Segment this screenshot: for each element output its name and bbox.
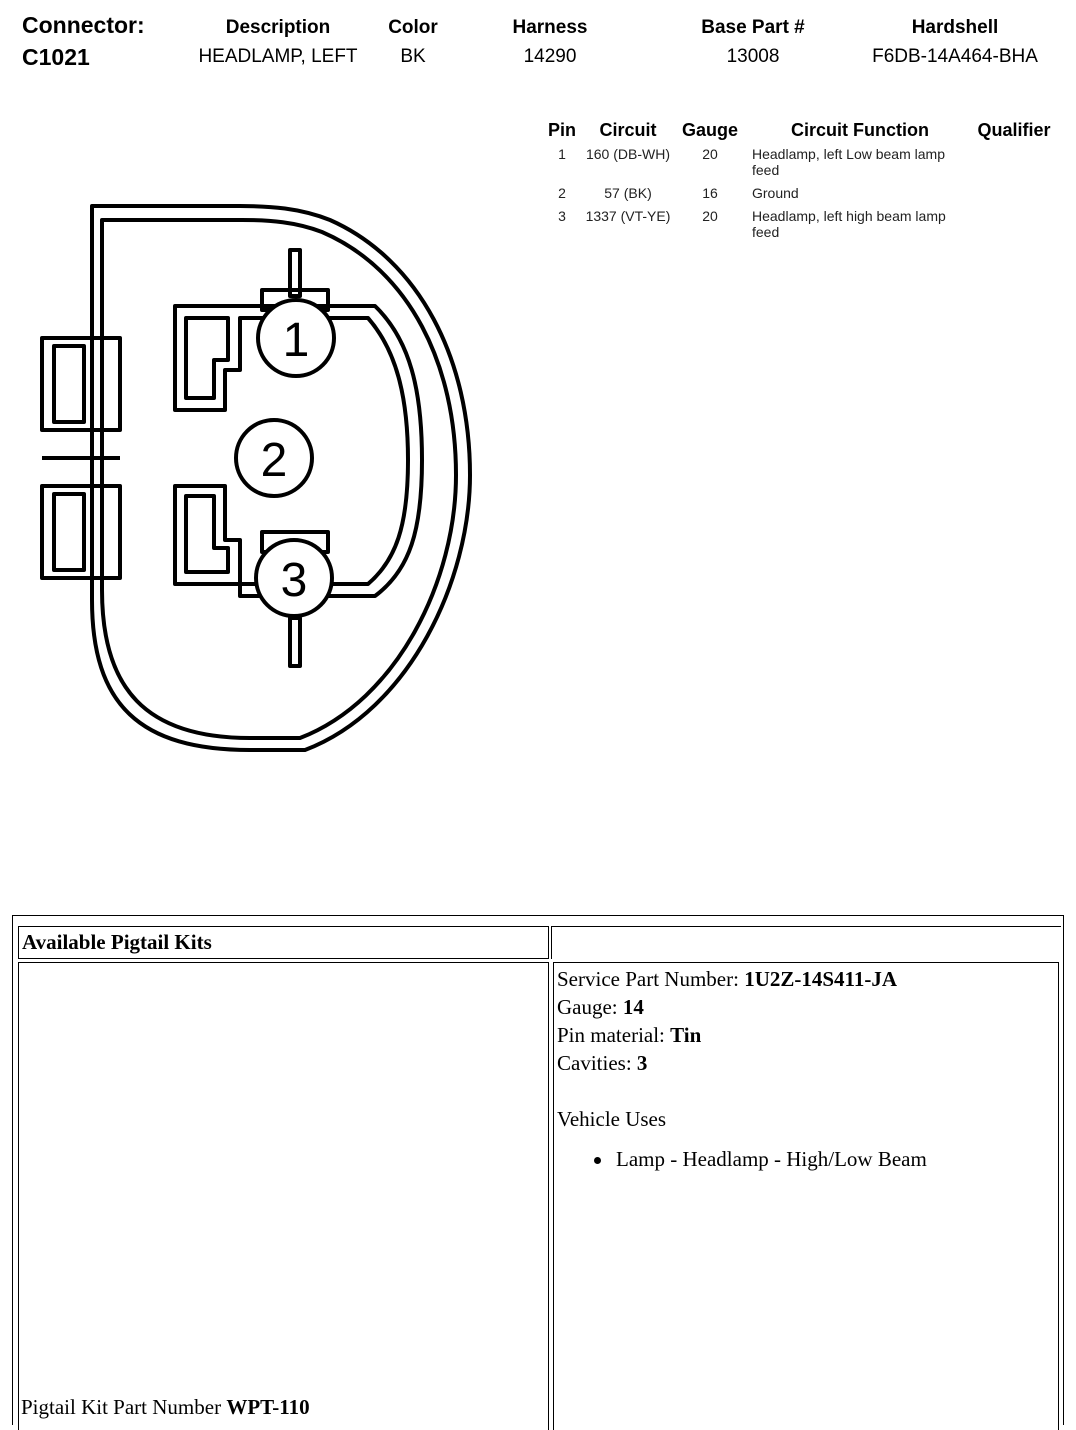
gauge-cell: 16 (702, 185, 718, 201)
header-col-base-part: Base Part # 13008 (680, 17, 826, 68)
qualifier-header: Qualifier (977, 120, 1051, 140)
pigtail-kit-image-cell: Pigtail Kit Part Number WPT-110 (18, 962, 549, 1430)
header-col-hardshell: Hardshell F6DB-14A464-BHA (852, 17, 1058, 68)
vehicle-uses-heading: Vehicle Uses (557, 1107, 667, 1131)
service-part-value: 1U2Z-14S411-JA (744, 967, 898, 991)
list-item: Lamp - Headlamp - High/Low Beam (554, 1147, 1058, 1172)
table-row: 3 1337 (VT-YE) 20 Headlamp, left high be… (540, 208, 1060, 247)
latch-tab-lower (40, 484, 122, 580)
qualifier-cell (968, 185, 1060, 208)
connector-inner-shell (100, 218, 458, 740)
harness-heading: Harness (512, 17, 588, 38)
cavity-wall-inner (280, 316, 410, 586)
pin-3-label: 3 (281, 554, 308, 607)
pigtail-kit-panel: Available Pigtail Kits Pigtail Kit Part … (12, 915, 1064, 1430)
pigtail-kit-part-label: Pigtail Kit Part Number (21, 1395, 222, 1419)
pin-cell: 1 (558, 146, 566, 162)
pin-material-label: Pin material: (557, 1023, 665, 1047)
pigtail-kit-details: Service Part Number: 1U2Z-14S411-JA Gaug… (553, 962, 1059, 1430)
service-part-line: Service Part Number: 1U2Z-14S411-JA (554, 965, 1058, 993)
key-block-lower-inner (184, 494, 230, 574)
header-col-harness: Harness 14290 (490, 17, 610, 68)
bullet-icon (594, 1157, 601, 1164)
connector-face-diagram: 1 2 3 (40, 204, 472, 752)
table-row: 2 57 (BK) 16 Ground (540, 185, 1060, 208)
pin-3-stem (288, 616, 302, 668)
table-row: 1 160 (DB-WH) 20 Headlamp, left Low beam… (540, 146, 1060, 185)
function-cell: Headlamp, left high beam lamp feed (752, 208, 946, 240)
pin-table-header-row: Pin Circuit Gauge Circuit Function Quali… (540, 120, 1060, 146)
pin-2-circle (234, 418, 314, 498)
harness-value: 14290 (523, 46, 577, 67)
key-block-upper-inner (184, 316, 230, 400)
service-part-label: Service Part Number: (557, 967, 739, 991)
latch-tab-upper-inner (52, 344, 86, 424)
pin-1-stem (288, 248, 302, 298)
cavities-value: 3 (636, 1051, 648, 1075)
function-cell: Ground (752, 185, 799, 201)
circuit-cell: 57 (BK) (604, 185, 652, 201)
color-value: BK (400, 46, 426, 67)
circuit-header: Circuit (599, 120, 657, 140)
gauge-cell: 20 (702, 146, 718, 162)
gauge-line: Gauge: 14 (554, 993, 1058, 1021)
pin-3-circle (254, 538, 334, 618)
connector-label: Connector: (22, 12, 145, 38)
gauge-label: Gauge: (557, 995, 618, 1019)
pin-1-label: 1 (283, 314, 310, 367)
pigtail-kit-part-number: Pigtail Kit Part Number WPT-110 (21, 1395, 310, 1420)
key-block-lower (173, 484, 272, 598)
hardshell-heading: Hardshell (911, 17, 999, 38)
pin-cell: 3 (558, 208, 566, 224)
pigtail-kit-heading-right (551, 926, 1061, 959)
base-part-heading: Base Part # (701, 17, 805, 38)
circuit-cell: 1337 (VT-YE) (585, 208, 671, 224)
pin-material-line: Pin material: Tin (554, 1021, 1058, 1049)
gauge-header: Gauge (681, 120, 738, 140)
circuit-function-header: Circuit Function (791, 120, 929, 140)
latch-tab-upper (40, 336, 122, 432)
pin-material-value: Tin (670, 1023, 702, 1047)
hardshell-value: F6DB-14A464-BHA (872, 46, 1038, 67)
cavity-wall (270, 304, 424, 598)
cavities-line: Cavities: 3 (554, 1049, 1058, 1077)
pin-header: Pin (547, 120, 576, 140)
base-part-value: 13008 (726, 46, 780, 67)
pin-1-circle (256, 298, 336, 378)
color-heading: Color (388, 17, 438, 38)
qualifier-cell (968, 208, 1060, 247)
description-value: HEADLAMP, LEFT (198, 46, 358, 67)
cavities-label: Cavities: (557, 1051, 632, 1075)
gauge-cell: 20 (702, 208, 718, 224)
pigtail-kit-part-value: WPT-110 (226, 1395, 310, 1419)
header-col-color: Color BK (372, 17, 454, 68)
pin-cell: 2 (558, 185, 566, 201)
connector-outer-shell (90, 204, 472, 752)
description-heading: Description (225, 17, 331, 38)
latch-tab-lower-inner (52, 492, 86, 572)
header-col-description: Description HEADLAMP, LEFT (180, 17, 376, 68)
circuit-cell: 160 (DB-WH) (585, 146, 670, 162)
qualifier-cell (968, 146, 1060, 185)
pigtail-kit-heading: Available Pigtail Kits (18, 926, 549, 959)
pin-2-label: 2 (261, 434, 288, 487)
gauge-value: 14 (622, 995, 644, 1019)
function-cell: Headlamp, left Low beam lamp feed (752, 146, 945, 178)
pin-table: Pin Circuit Gauge Circuit Function Quali… (540, 120, 1060, 247)
vehicle-use-text: Lamp - Headlamp - High/Low Beam (616, 1147, 927, 1171)
connector-id: C1021 (22, 44, 90, 70)
